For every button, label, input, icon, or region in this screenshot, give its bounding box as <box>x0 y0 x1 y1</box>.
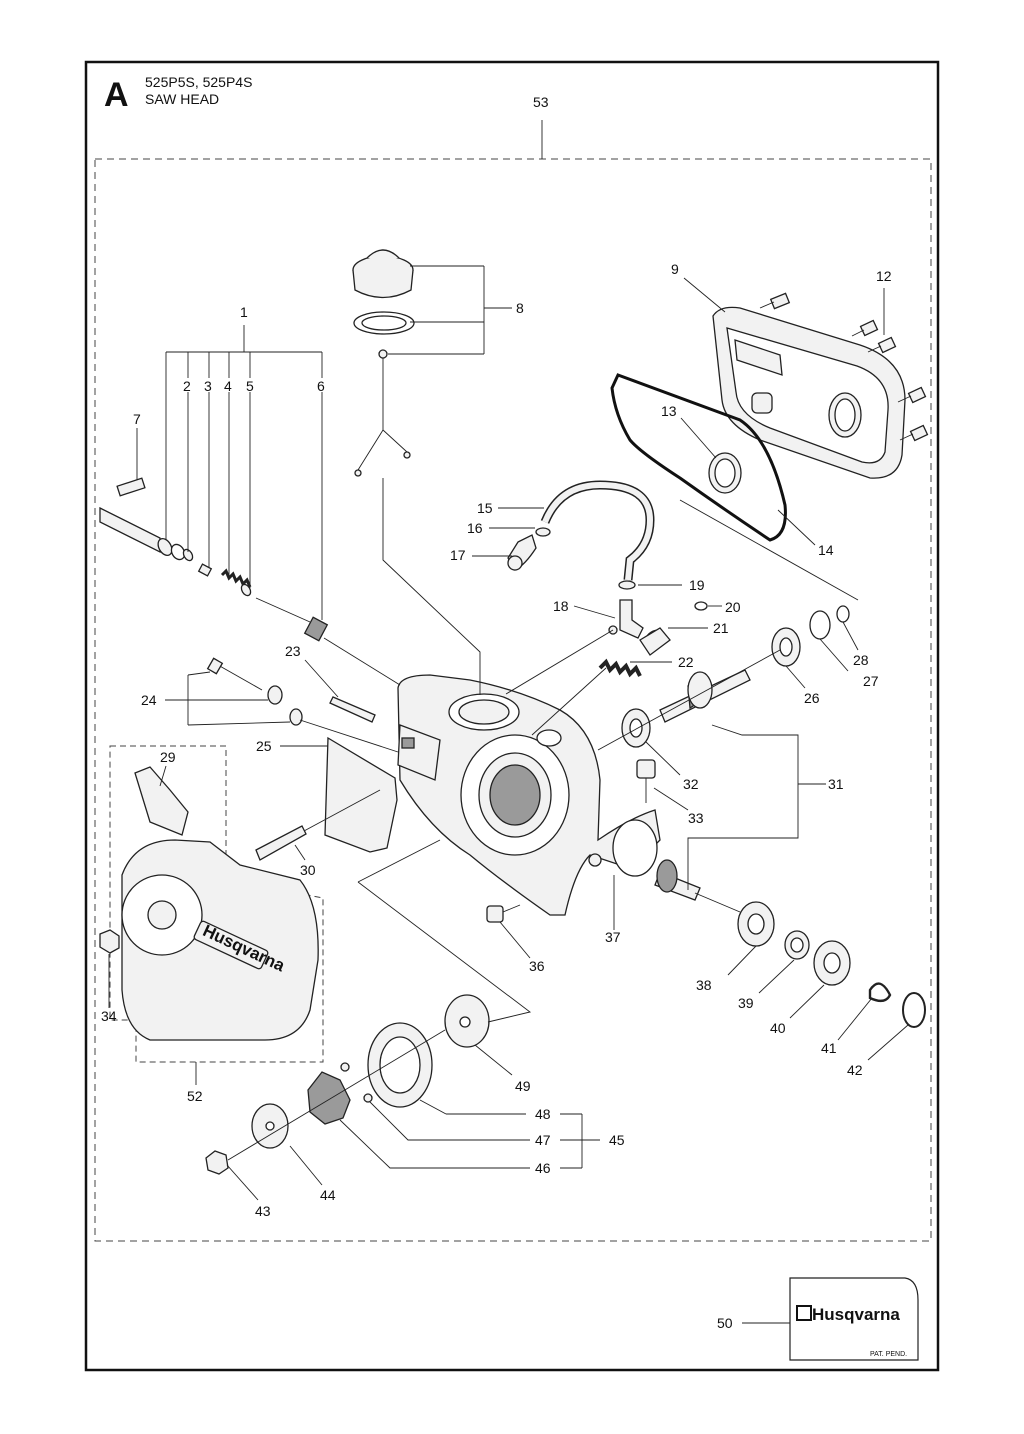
parts-drawing: Husqvarna <box>99 249 929 1361</box>
label-28: 28 <box>853 652 869 668</box>
label-43: 43 <box>255 1203 271 1219</box>
label-20: 20 <box>725 599 741 615</box>
gear-cover <box>712 306 906 479</box>
tensioner-screw <box>206 657 376 726</box>
label-5: 5 <box>246 378 254 394</box>
label-23: 23 <box>285 643 301 659</box>
label-12: 12 <box>876 268 892 284</box>
gasket <box>610 373 787 542</box>
section-letter: A <box>104 76 129 114</box>
label-13: 13 <box>661 403 677 419</box>
circlip-41 <box>868 982 892 1003</box>
label-38: 38 <box>696 977 712 993</box>
label-27: 27 <box>863 673 879 689</box>
label-3: 3 <box>204 378 212 394</box>
ring-28 <box>836 605 850 623</box>
label-17: 17 <box>450 547 466 563</box>
retaining-ring-42 <box>902 992 926 1028</box>
label-37: 37 <box>605 929 621 945</box>
label-7: 7 <box>133 411 141 427</box>
label-30: 30 <box>300 862 316 878</box>
oil-pump-fitting <box>639 627 671 656</box>
label-33: 33 <box>688 810 704 826</box>
label-22: 22 <box>678 654 694 670</box>
cover-nut <box>99 929 120 954</box>
label-53: 53 <box>533 94 549 110</box>
decal-brand: Husqvarna <box>812 1305 900 1324</box>
label-49: 49 <box>515 1078 531 1094</box>
page-frame <box>84 60 940 1372</box>
shaft-assembly <box>99 477 329 642</box>
retaining-ring-27 <box>809 610 831 640</box>
husqvarna-crown-icon <box>796 1305 812 1321</box>
label-1: 1 <box>240 304 248 320</box>
label-52: 52 <box>187 1088 203 1104</box>
housing-bolts <box>486 759 656 923</box>
label-48: 48 <box>535 1106 551 1122</box>
clutch-cover: Husqvarna <box>121 839 319 1041</box>
header: A 525P5S, 525P4S SAW HEAD <box>104 74 252 114</box>
oil-hose-assembly <box>507 480 655 639</box>
label-14: 14 <box>818 542 834 558</box>
label-25: 25 <box>256 738 272 754</box>
label-15: 15 <box>477 500 493 516</box>
label-41: 41 <box>821 1040 837 1056</box>
label-9: 9 <box>671 261 679 277</box>
label-44: 44 <box>320 1187 336 1203</box>
label-39: 39 <box>738 995 754 1011</box>
label-24: 24 <box>141 692 157 708</box>
main-housing <box>397 674 661 916</box>
label-50: 50 <box>717 1315 733 1331</box>
label-40: 40 <box>770 1020 786 1036</box>
gear-cover-screws <box>759 292 929 442</box>
gear-shaft-set <box>654 669 751 901</box>
label-4: 4 <box>224 378 232 394</box>
label-18: 18 <box>553 598 569 614</box>
label-26: 26 <box>804 690 820 706</box>
label-34: 34 <box>101 1008 117 1024</box>
label-31: 31 <box>828 776 844 792</box>
label-21: 21 <box>713 620 729 636</box>
assembly-boundary <box>94 158 932 1242</box>
nut-43 <box>205 1150 229 1175</box>
clutch-spring-47b <box>363 1093 373 1103</box>
brand-decal: Husqvarna PAT. PEND. <box>789 1277 919 1361</box>
label-42: 42 <box>847 1062 863 1078</box>
page-title: SAW HEAD <box>145 91 219 107</box>
decal-patent: PAT. PEND. <box>870 1351 907 1358</box>
callout-labels: 1 2 3 4 5 6 7 8 9 12 13 14 15 16 17 18 1… <box>101 94 892 1331</box>
clutch-hub-46 <box>307 1071 351 1125</box>
blade-guard-plate <box>324 736 398 853</box>
clutch-drum-48 <box>367 1022 433 1108</box>
label-47: 47 <box>535 1132 551 1148</box>
label-32: 32 <box>683 776 699 792</box>
label-2: 2 <box>183 378 191 394</box>
spring <box>598 658 642 678</box>
label-6: 6 <box>317 378 325 394</box>
model-numbers: 525P5S, 525P4S <box>145 74 252 90</box>
label-16: 16 <box>467 520 483 536</box>
o-ring-small <box>694 601 708 611</box>
label-36: 36 <box>529 958 545 974</box>
stud <box>255 825 307 861</box>
label-19: 19 <box>689 577 705 593</box>
label-29: 29 <box>160 749 176 765</box>
label-45: 45 <box>609 1132 625 1148</box>
label-8: 8 <box>516 300 524 316</box>
leader-lines <box>108 265 909 1324</box>
clutch-spring-47a <box>340 1062 350 1072</box>
clip <box>134 766 189 836</box>
label-46: 46 <box>535 1160 551 1176</box>
cover-group-boundary <box>109 745 324 1063</box>
oil-cap <box>352 249 415 477</box>
